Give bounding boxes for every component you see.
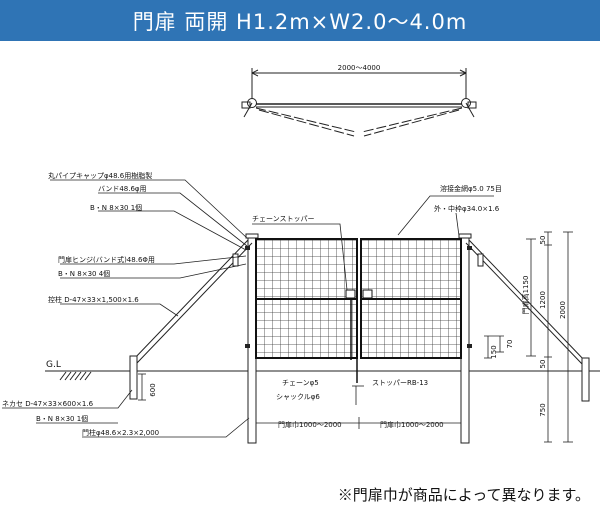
dimension-lines [138, 231, 573, 443]
frame-label: 外・中枠φ34.0×1.6 [434, 204, 500, 213]
dim-1200: 1200 [539, 291, 547, 309]
plan-width-dimension: 2000〜4000 [338, 64, 381, 72]
chain-label: チェーンφ5 [282, 379, 319, 387]
stopper-label: ストッパーRB-13 [372, 379, 428, 387]
ground-level-label: G.L [46, 360, 61, 370]
band-label: バンド48.6φ用 [98, 185, 147, 193]
dim-750: 750 [539, 403, 547, 416]
title-banner: 門扉 両開 H1.2m×W2.0〜4.0m [0, 0, 600, 41]
left-gate-width-label: 門扉巾1000〜2000 [278, 420, 342, 429]
hinge-bolt-label: B・N 8×30 4個 [58, 269, 110, 278]
leader-lines [2, 179, 494, 438]
dim-50-bottom: 50 [539, 360, 547, 369]
gate-height-dim: 門扉高1150 [521, 276, 530, 315]
brace-label: 控柱 D-47×33×1,500×1.6 [48, 295, 139, 304]
dim-50-top: 50 [539, 236, 547, 245]
dim-70: 70 [506, 340, 514, 349]
nekase-label: ネカセ D-47×33×600×1.6 [2, 400, 94, 408]
dim-150: 150 [490, 345, 498, 358]
shackle-label: シャックルφ6 [276, 393, 320, 401]
nekase-bolt-label: B・N 8×30 1個 [36, 414, 88, 423]
hinge-label: 門扉ヒンジ(バンド式)48.6Φ用 [58, 255, 155, 264]
chain-stopper-label: チェーンストッパー [252, 215, 315, 223]
gate-leaves [245, 238, 472, 383]
plan-view [241, 68, 477, 137]
cap-label: 丸パイプキャップφ48.6用樹脂製 [48, 171, 152, 180]
ground-line [45, 370, 600, 381]
footnote: ※門扉巾が商品によって異なります。 [337, 486, 590, 504]
dim-600: 600 [149, 383, 157, 396]
page-title: 門扉 両開 H1.2m×W2.0〜4.0m [132, 9, 468, 34]
band-bolt-label: B・N 8×30 1個 [90, 203, 142, 212]
brace-posts [129, 239, 590, 402]
right-gate-width-label: 門扉巾1000〜2000 [380, 420, 444, 429]
post-label: 門柱φ48.6×2.3×2,000 [82, 428, 159, 437]
dim-2000: 2000 [559, 301, 567, 319]
mesh-label: 溶接金網φ5.0 75目 [440, 184, 502, 193]
